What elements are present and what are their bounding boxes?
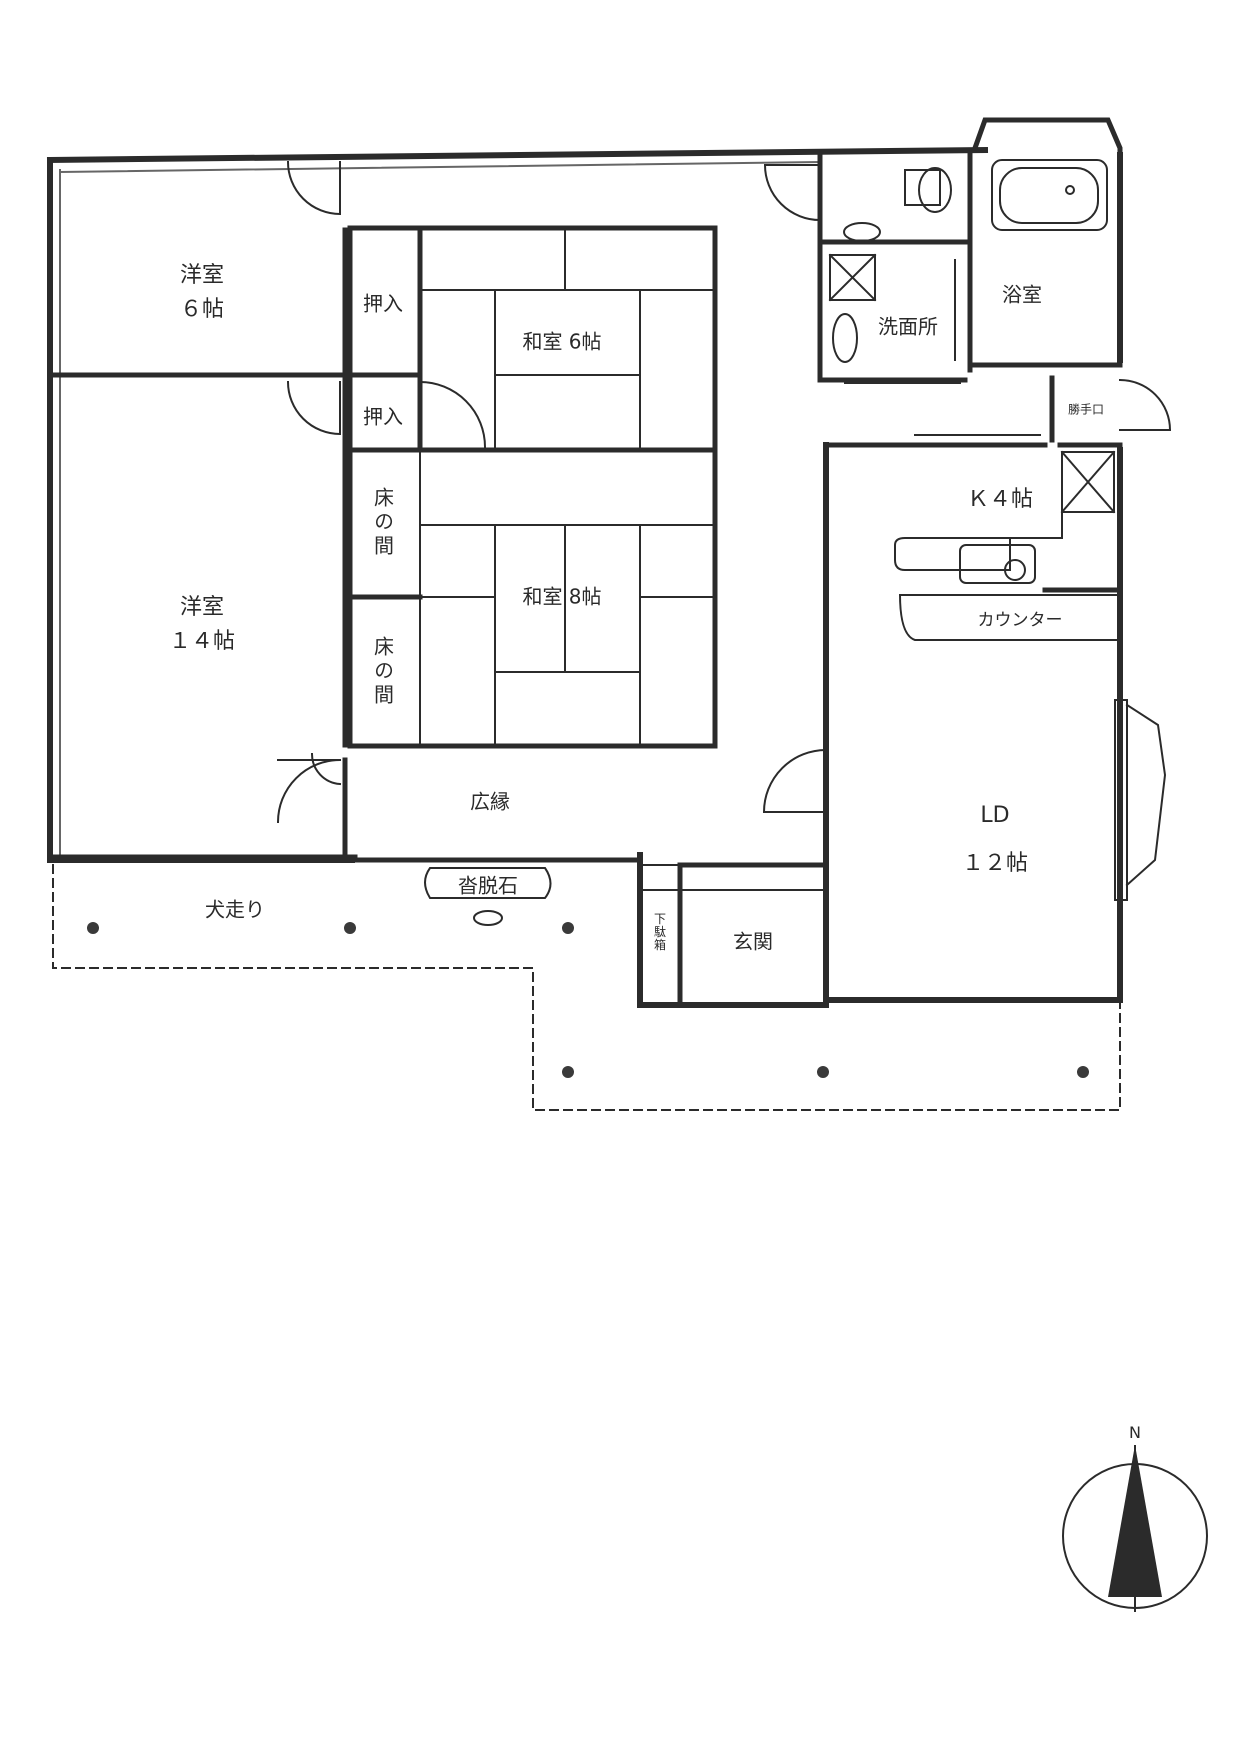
kitchen-walls (823, 442, 1123, 593)
room-tokonoma-bottom: 床の間 (370, 636, 395, 708)
room-kitchen: Ｋ４帖 (966, 487, 1034, 512)
room-western6-name: 洋室 (179, 263, 225, 288)
room-western6: 洋室 ６帖 (180, 259, 224, 327)
room-katteguchi: 勝手口 (1067, 402, 1105, 417)
washitsu-walls (347, 225, 718, 749)
room-ld-size: １２帖 (961, 851, 1029, 876)
room-tokonoma-top: 床の間 (370, 487, 395, 559)
western6-walls (47, 227, 348, 748)
room-hiroen: 広縁 (470, 789, 510, 814)
room-genkan: 玄関 (733, 929, 773, 954)
room-oshiire-top: 押入 (363, 291, 403, 316)
room-washitsu6: 和室 6帖 (522, 329, 602, 354)
compass-north-label: N (1129, 1423, 1141, 1442)
room-western6-size: ６帖 (179, 297, 225, 322)
kutsunugiishi-stone (424, 867, 552, 926)
room-kutsunugiishi: 沓脱石 (458, 873, 518, 898)
wet-area-walls (817, 117, 1123, 383)
kitchen-counter: カウンター (977, 610, 1063, 631)
room-getabako: 下駄箱 (652, 912, 667, 952)
room-oshiire-bottom: 押入 (363, 404, 403, 429)
room-washitsu8: 和室 8帖 (522, 584, 602, 609)
room-ld: LD １２帖 (962, 799, 1028, 881)
room-western14: 洋室 １４帖 (169, 591, 235, 659)
compass: N (1062, 1423, 1208, 1612)
room-ld-name: LD (980, 803, 1010, 828)
room-western14-size: １４帖 (168, 629, 236, 654)
room-western14-name: 洋室 (179, 595, 225, 620)
post-markers (87, 922, 1089, 1078)
room-senmenjo: 洗面所 (878, 314, 938, 339)
room-inubashiri: 犬走り (205, 897, 265, 922)
inubashiri-outline (52, 864, 1121, 1111)
room-yokushitsu: 浴室 (1002, 282, 1042, 307)
